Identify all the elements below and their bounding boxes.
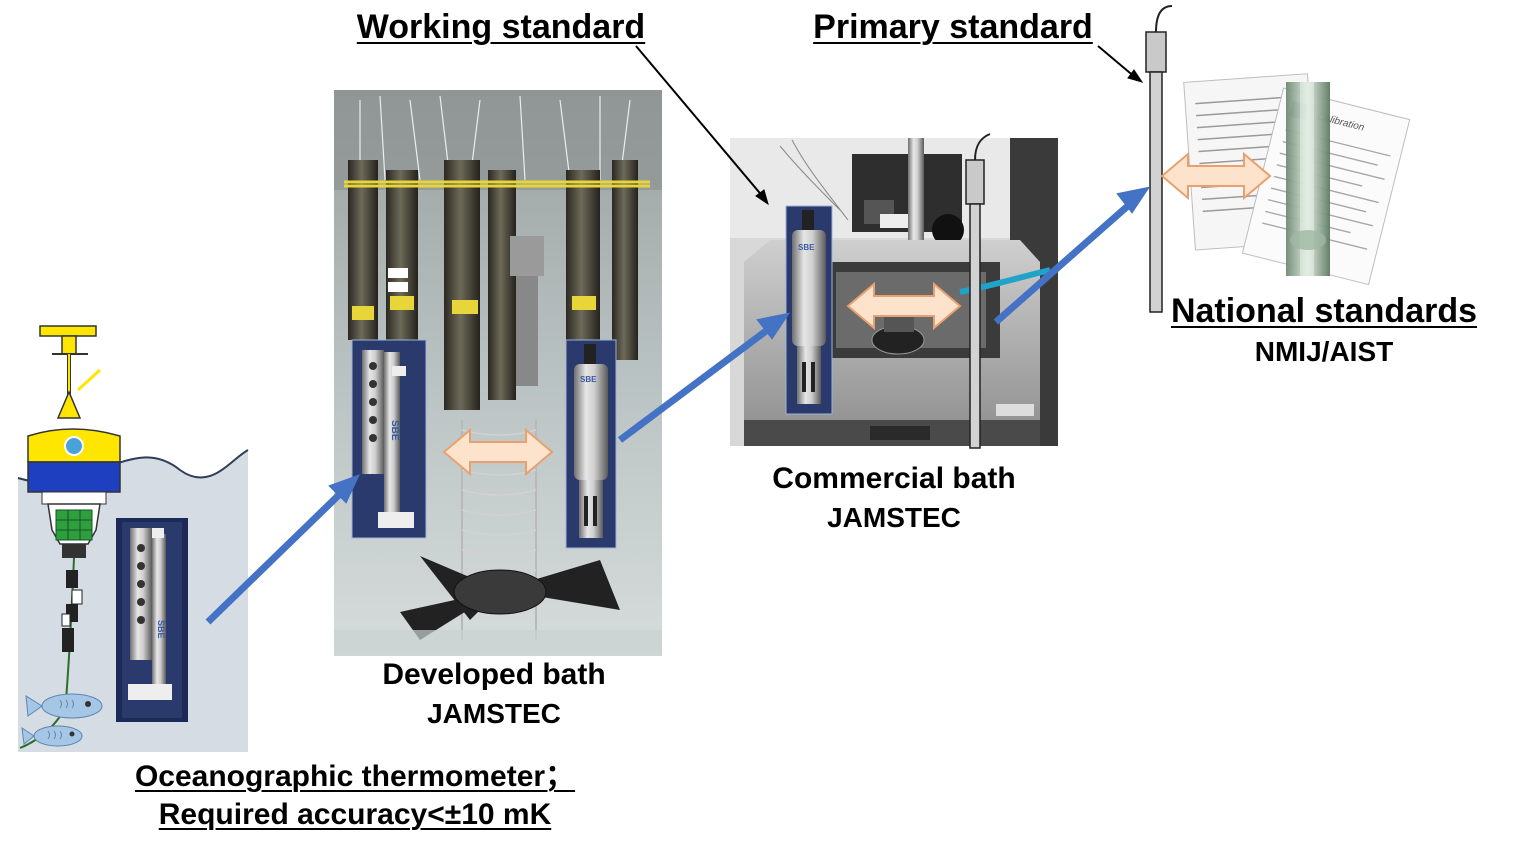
primary-standard-label: Primary standard bbox=[813, 8, 1093, 46]
ocean-thermometer-label: Oceanographic thermometer； bbox=[134, 760, 576, 793]
developed-bath-inset-left: SBE bbox=[351, 339, 427, 539]
primary-standard-probe bbox=[1145, 5, 1173, 313]
working-standard-label: Working standard bbox=[356, 8, 646, 46]
comparison-double-arrow bbox=[1160, 151, 1272, 201]
required-accuracy-label: Required accuracy<±10 mK bbox=[158, 798, 552, 831]
thermometer-probe-icon bbox=[965, 133, 991, 449]
commercial-org-label: JAMSTEC bbox=[827, 502, 961, 533]
commercial-bath-photo bbox=[730, 138, 1058, 446]
sbe-label: SBE bbox=[798, 243, 815, 252]
sbe-label: SBE bbox=[580, 375, 597, 384]
comparison-double-arrow bbox=[846, 281, 962, 331]
sbe-label: SBE bbox=[156, 620, 166, 639]
developed-bath-inset-right: SBE bbox=[565, 339, 617, 549]
developed-org-label: JAMSTEC bbox=[427, 698, 561, 729]
national-standards-label: National standards bbox=[1170, 292, 1478, 330]
comparison-double-arrow bbox=[442, 427, 554, 477]
ocean-thermometer-photo: SBE bbox=[116, 518, 188, 722]
leader-lines bbox=[635, 45, 1144, 206]
national-org-label: NMIJ/AIST bbox=[1254, 336, 1394, 367]
traceability-arrows bbox=[205, 186, 1151, 625]
buoy-icon bbox=[19, 325, 121, 749]
developed-bath-label: Developed bath bbox=[382, 658, 606, 691]
commercial-bath-label: Commercial bath bbox=[772, 462, 1016, 495]
commercial-bath-inset: SBE bbox=[785, 205, 833, 415]
sbe-label: SBE bbox=[389, 420, 400, 441]
fish-icon bbox=[21, 693, 103, 747]
certificate-icon: Calibration bbox=[1183, 73, 1411, 286]
